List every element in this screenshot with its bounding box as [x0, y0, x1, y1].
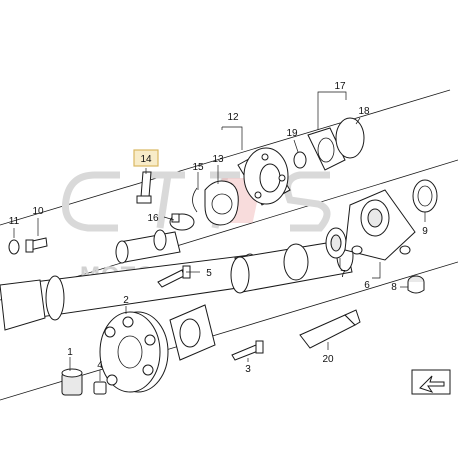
callout-5: 5: [206, 268, 212, 279]
callout-14: 14: [140, 154, 152, 165]
part-14-bolt: [136, 171, 152, 204]
callout-2: 2: [123, 295, 129, 306]
part-6-center-bearing: [344, 189, 416, 261]
callout-20: 20: [322, 354, 334, 365]
callout-9: 9: [422, 226, 428, 237]
callout-15: 15: [192, 162, 204, 173]
stub-shaft: [115, 229, 181, 264]
callout-8: 8: [391, 282, 397, 293]
callout-1: 1: [67, 347, 73, 358]
callout-16: 16: [147, 213, 159, 224]
callout-6: 6: [364, 280, 370, 291]
part-8-cap: [407, 275, 425, 294]
callout-7: 7: [340, 269, 346, 280]
leader-lines: [13, 91, 426, 381]
part-15-circlip: [192, 187, 198, 213]
callout-18: 18: [358, 106, 370, 117]
part-12-flange: [237, 147, 291, 206]
callout-10: 10: [32, 206, 44, 217]
callout-3: 3: [245, 364, 251, 375]
part-7-bearing: [325, 227, 347, 259]
part-3-bolt: [231, 340, 264, 361]
yoke: [169, 304, 216, 361]
part-13-boot: [204, 180, 239, 226]
callout-labels: 1 2 3 4 5 6 7 8 9 10 11 12 13 14 15 16 1…: [9, 81, 428, 375]
callout-11: 11: [9, 216, 20, 227]
part-16-clamp: [169, 213, 195, 231]
part-10-bolt: [25, 237, 48, 253]
callout-13: 13: [212, 154, 224, 165]
highlight-box-14: [133, 149, 159, 167]
part-20-grease-tube: [299, 309, 361, 349]
part-2-flex-disc: [99, 311, 169, 393]
arrow-icon: [411, 369, 451, 395]
callout-19: 19: [286, 128, 298, 139]
part-19-oring: [293, 151, 307, 169]
callout-12: 12: [227, 112, 239, 123]
part-18-gasket: [335, 117, 365, 159]
part-1-sleeve: [61, 368, 83, 396]
callout-4: 4: [97, 360, 103, 371]
callout-17: 17: [334, 81, 346, 92]
part-9-seal-ring: [412, 179, 438, 213]
part-11-washer: [8, 239, 20, 255]
part-17-plate: [307, 127, 346, 171]
part-4-nut: [93, 381, 107, 395]
